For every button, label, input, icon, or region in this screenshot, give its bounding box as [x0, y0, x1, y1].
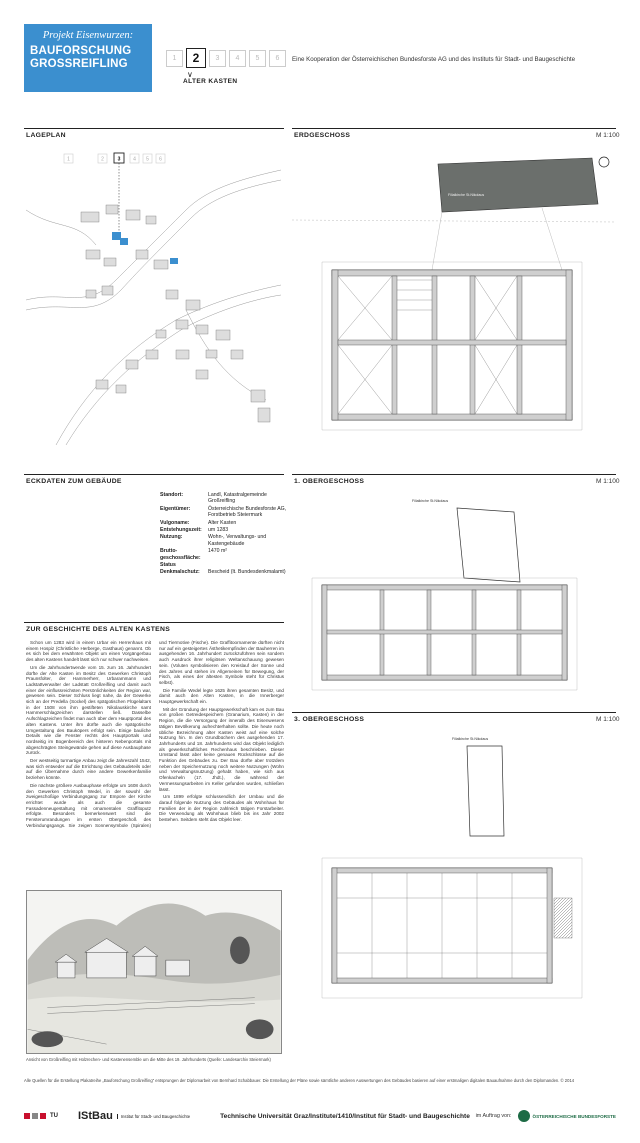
divider	[292, 712, 616, 713]
church-label: Filialkirche St.Nikolaus	[448, 193, 484, 197]
site-pager: 1 2 3 4 5 6	[63, 152, 166, 232]
pager-item[interactable]: 5	[249, 50, 266, 67]
facts-table: Standort:Landl, Katastralgemeinde Großre…	[160, 492, 290, 577]
eckdaten-title: ECKDATEN ZUM GEBÄUDE	[26, 478, 122, 485]
og1-plan: Filialkirche St.Nikolaus	[311, 499, 578, 691]
facts-row: Eigentümer:Österreichische Bundesforste …	[160, 505, 287, 519]
article-paragraph: Die nächste größere Ausbauphase erfolgte…	[26, 640, 284, 828]
article-paragraph: Der westseitig turmartige Anbau zeigt di…	[26, 758, 151, 781]
church-label: Filialkirche St.Nikolaus	[412, 499, 448, 503]
history-article: Schon um 1283 wird in einem Urbar ein He…	[26, 640, 284, 884]
facts-row: Status	[160, 562, 176, 569]
erdgeschoss-plan: Filialkirche St.Nikolaus	[292, 156, 616, 431]
pager-item[interactable]: 1	[166, 50, 183, 67]
divider	[24, 128, 284, 129]
lageplan-title: LAGEPLAN	[26, 132, 66, 139]
cooperation-text: Eine Kooperation der Österreichischen Bu…	[292, 56, 576, 63]
institute-text: Technische Universität Graz/Institute/14…	[220, 1112, 470, 1120]
historic-engraving	[26, 890, 282, 1054]
article-paragraph: Die Familie Wedel legte 1625 ihren gesam…	[159, 687, 284, 705]
facts-row: Standort:Landl, Katastralgemeinde Großre…	[160, 492, 267, 505]
facts-row: Nutzung:Wohn-, Verwaltungs- und Kastenge…	[160, 534, 267, 547]
scale-label: M 1:100	[596, 478, 620, 485]
facts-row: Entstehungszeit:um 1283	[160, 527, 229, 534]
site-pager-item: 6	[159, 157, 162, 163]
article-paragraph: Mit der Gründung der Hauptgewerkschaft k…	[159, 706, 284, 792]
obf-logo: ÖSTERREICHISCHE BUNDESFORSTE	[517, 1110, 616, 1122]
site-pager-item: 2	[101, 157, 104, 163]
church-label: Filialkirche St.Nikolaus	[452, 737, 488, 741]
active-page-label: ALTER KASTEN	[183, 78, 238, 85]
divider	[24, 622, 284, 623]
commission-label: im Auftrag von:	[475, 1113, 512, 1119]
geschichte-title: ZUR GESCHICHTE DES ALTEN KASTENS	[26, 626, 171, 633]
site-pager-item: 5	[146, 157, 149, 163]
pager-item[interactable]: 3	[209, 50, 226, 67]
obf-emblem-icon	[517, 1110, 530, 1122]
scale-label: M 1:100	[596, 132, 620, 139]
site-pager-item-active: 3	[118, 157, 121, 163]
og3-plan: Filialkirche St.Nikolaus	[321, 737, 583, 999]
divider	[292, 128, 616, 129]
site-pager-item: 4	[133, 157, 136, 163]
divider	[24, 474, 284, 475]
site-pager-item: 1	[67, 157, 70, 163]
og1-title: 1. OBERGESCHOSS	[294, 478, 365, 485]
istbau-logo: IStBau	[78, 1110, 113, 1122]
facts-row: Denkmalschutz:Bescheid (lt. Bundesdenkma…	[160, 569, 286, 576]
poster-pager: 1 2 3 4 5 6	[166, 48, 286, 68]
church-shape	[437, 157, 599, 213]
erdgeschoss-title: ERDGESCHOSS	[294, 132, 351, 139]
og3-title: 3. OBERGESCHOSS	[294, 716, 365, 723]
scale-label: M 1:100	[596, 716, 620, 723]
article-paragraph: Um die Jahrhundertwende vom 15. zum 16. …	[26, 664, 151, 756]
chevron-down-icon: ∨	[187, 70, 193, 79]
project-label: Projekt Eisenwurzen:	[42, 30, 134, 41]
project-title-box: Projekt Eisenwurzen: BAUFORSCHUNG GROSSR…	[24, 24, 152, 92]
facts-row: Brutto-geschossfläche:1470 m²	[160, 548, 228, 561]
article-paragraph: Um 1899 erfolgte schlussendlich der Umba…	[159, 794, 284, 823]
footnote: Alle Quellen für die Erstellung Plakatre…	[24, 1078, 575, 1083]
istbau-subtitle: Institut für Stadt- und Baugeschichte	[116, 1113, 190, 1119]
article-paragraph: Schon um 1283 wird in einem Urbar ein He…	[26, 640, 151, 663]
site-plan: 1 2 3 4 5 6	[26, 152, 281, 445]
pager-item[interactable]: 4	[229, 50, 246, 67]
tu-graz-logo: TU	[24, 1113, 58, 1119]
engraving-caption: Ansicht von Großreifling mit Holzrechen-…	[26, 1057, 271, 1062]
north-arrow-icon	[598, 156, 610, 168]
poster-title: BAUFORSCHUNG GROSSREIFLING	[30, 45, 132, 70]
divider	[292, 474, 616, 475]
footer: TU IStBau Institut für Stadt- und Bauges…	[24, 1102, 616, 1130]
pager-item[interactable]: 6	[269, 50, 286, 67]
site-highlight-alter-kasten	[112, 232, 121, 240]
facts-row: Vulgoname:Alter Kasten	[160, 519, 237, 526]
pager-item-active[interactable]: 2	[186, 48, 206, 68]
